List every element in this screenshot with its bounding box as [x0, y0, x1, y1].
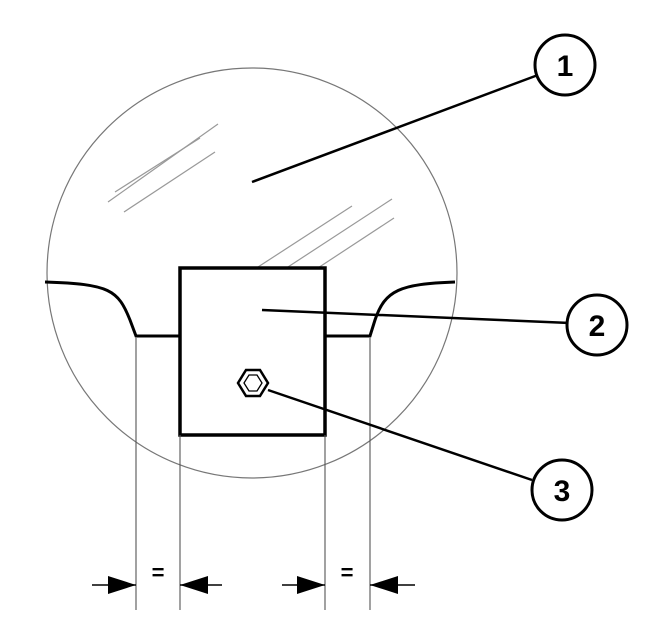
equal-sign-right: = — [341, 560, 354, 585]
surface-contour-right — [325, 280, 456, 338]
mounting-bracket — [178, 266, 327, 437]
equal-sign-left: = — [152, 560, 165, 585]
glass-reflection-lines — [107, 123, 395, 286]
callout-2: 2 — [565, 293, 629, 357]
hex-screw-icon — [236, 368, 270, 398]
callout-1: 1 — [533, 33, 597, 97]
surface-contour-left — [44, 280, 180, 338]
dimension-extension-lines — [135, 338, 371, 610]
callout-3: 3 — [530, 458, 594, 522]
svg-text:2: 2 — [589, 310, 606, 343]
lens-circle — [46, 67, 458, 479]
leader-lines — [251, 73, 571, 482]
svg-text:1: 1 — [557, 50, 574, 83]
dimension-left — [92, 576, 222, 594]
svg-text:3: 3 — [554, 475, 571, 508]
dimension-right — [282, 576, 415, 594]
